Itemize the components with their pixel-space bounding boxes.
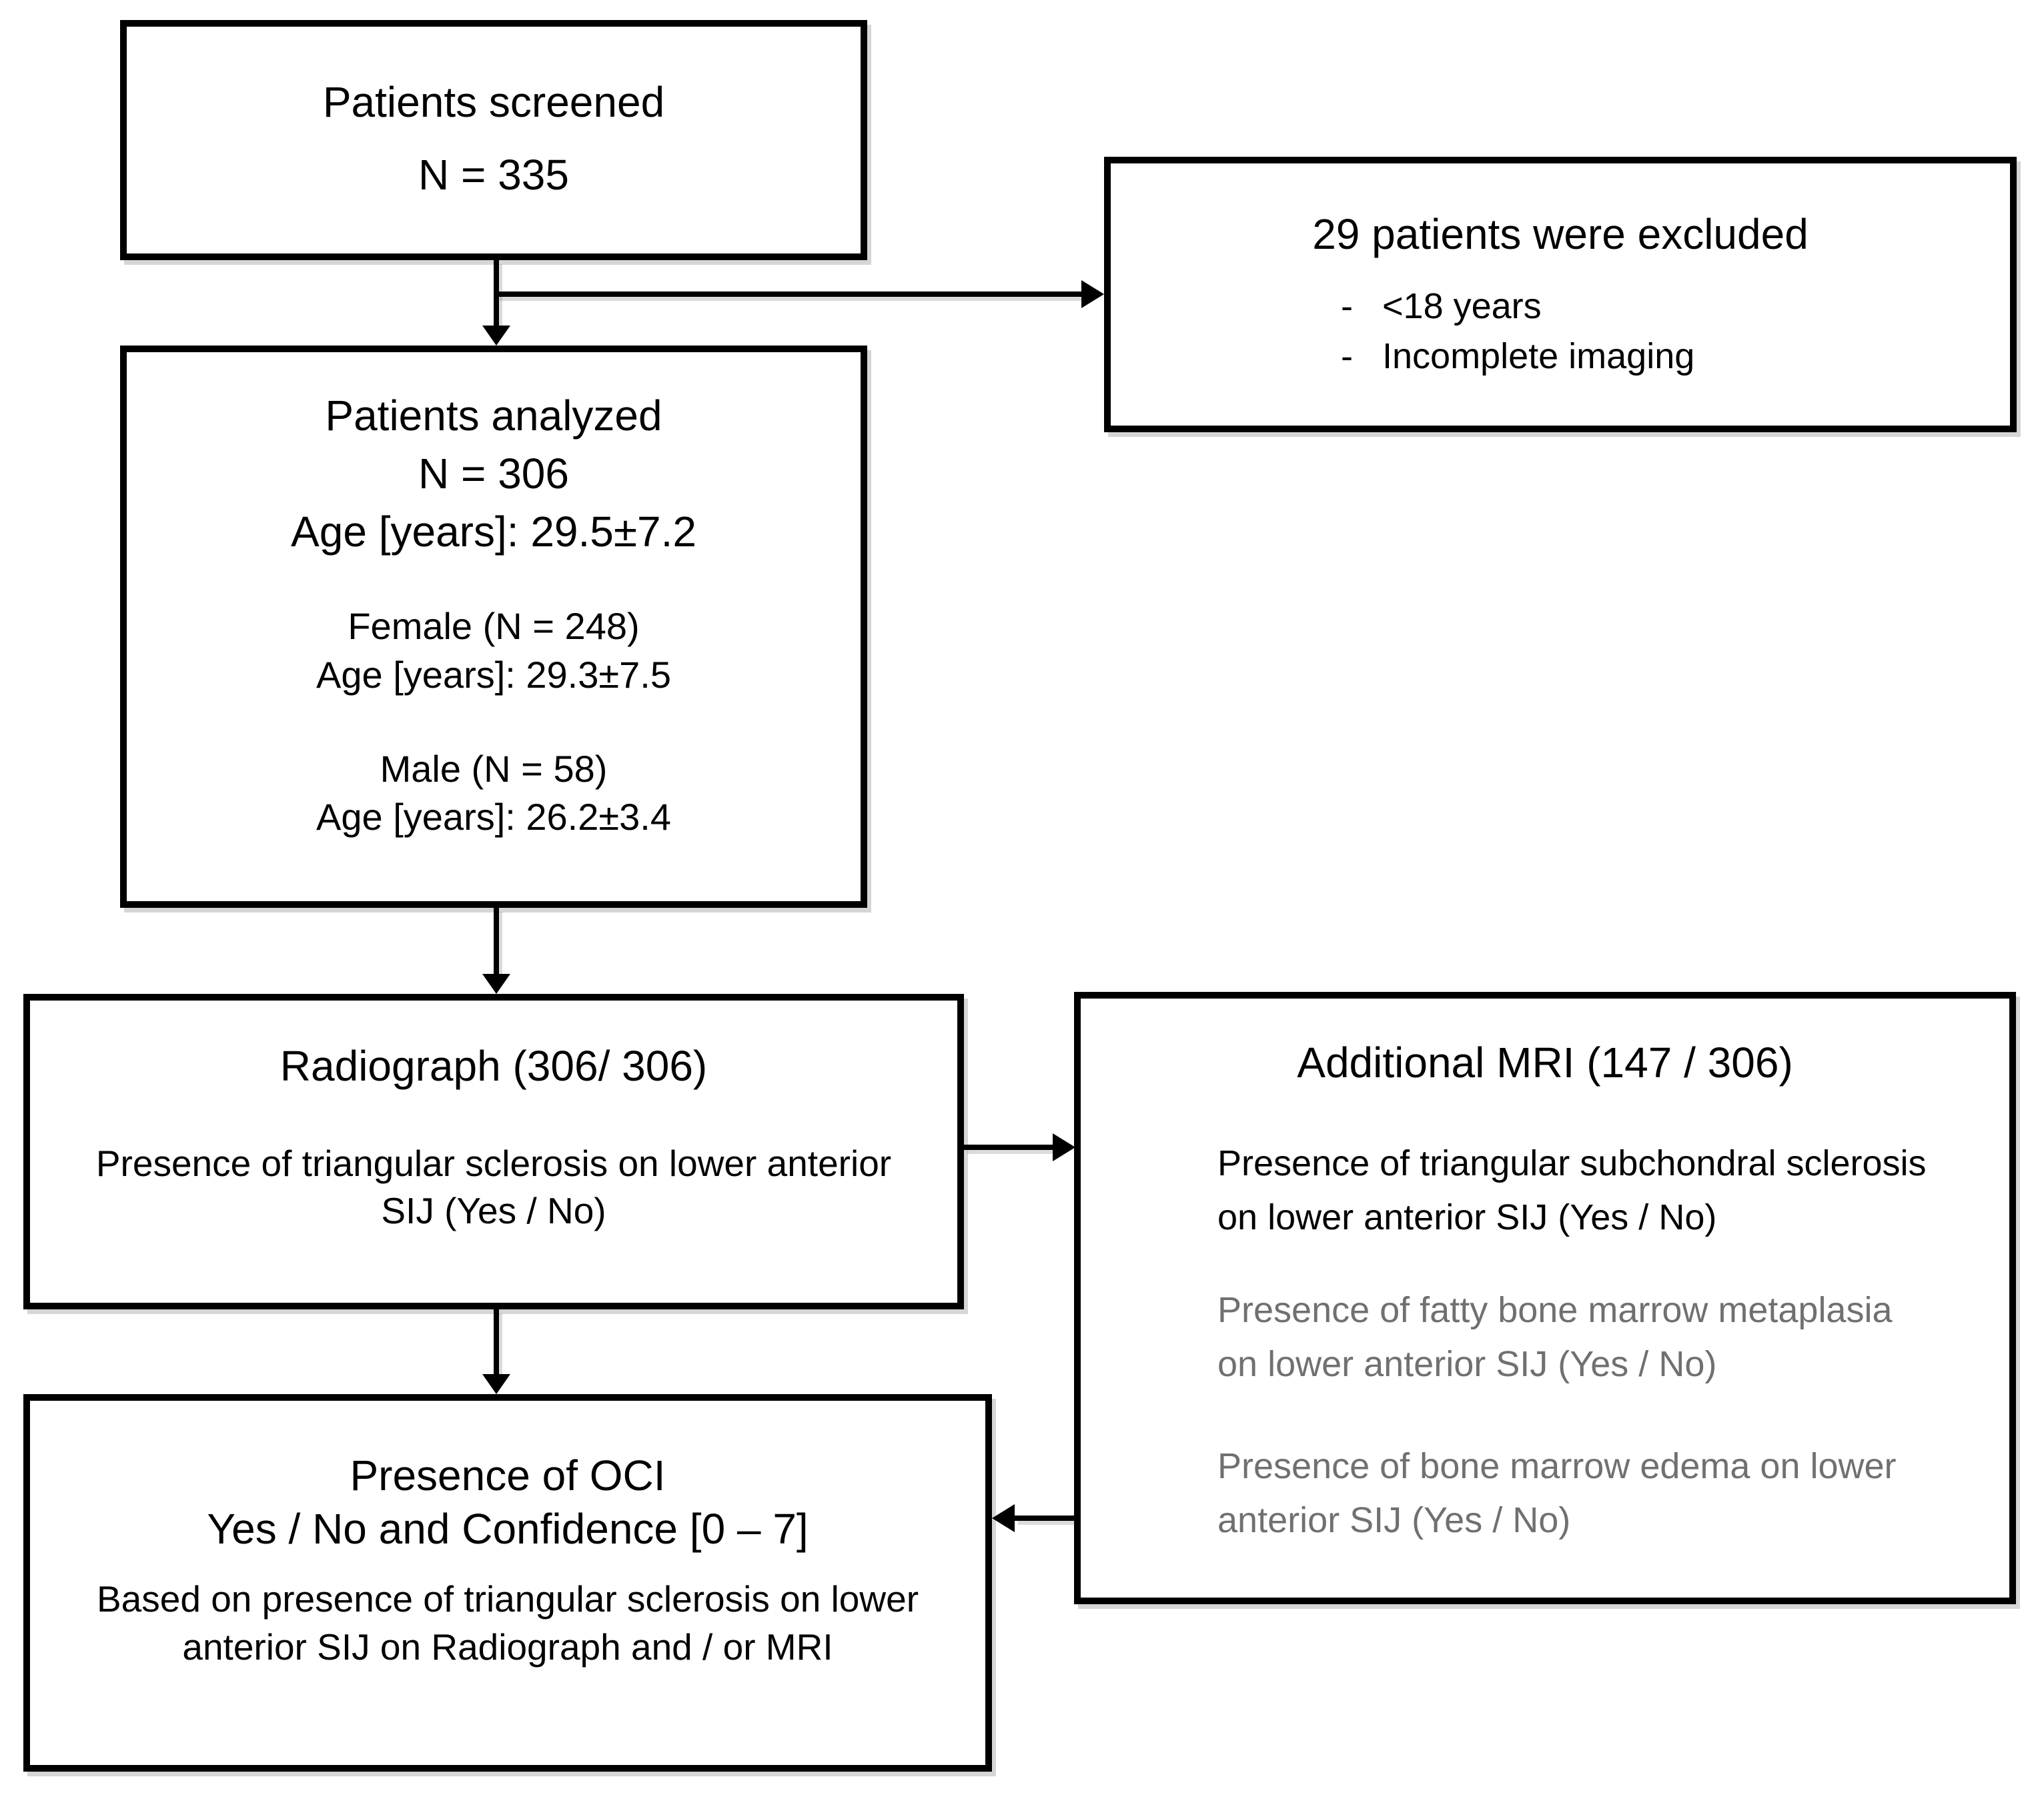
box-patients-analyzed: Patients analyzed N = 306 Age [years]: 2… [120, 346, 867, 908]
analyzed-title: Patients analyzed [325, 392, 662, 440]
arrow-left-icon [992, 1504, 1015, 1532]
mri-title: Additional MRI (147 / 306) [1297, 1039, 1793, 1087]
bullet-dash: - [1341, 336, 1353, 377]
oci-title: Presence of OCI [350, 1451, 666, 1499]
analyzed-male-group: Male (N = 58) Age [years]: 26.2±3.4 [316, 745, 671, 842]
analyzed-male-age: Age [years]: 26.2±3.4 [316, 796, 671, 838]
arrow-right-icon [1081, 280, 1104, 308]
line-radiograph-to-mri [964, 1145, 1053, 1150]
excluded-bullet-text: Incomplete imaging [1382, 336, 1695, 377]
radiograph-title: Radiograph (306/ 306) [280, 1042, 708, 1090]
box-radiograph: Radiograph (306/ 306) Presence of triang… [23, 994, 964, 1309]
excluded-title: 29 patients were excluded [1312, 210, 1809, 258]
analyzed-female-count: Female (N = 248) [348, 605, 640, 648]
patients-screened-title: Patients screened [322, 78, 665, 126]
radiograph-body: Presence of triangular sclerosis on lowe… [95, 1142, 892, 1232]
excluded-bullet-item: - Incomplete imaging [1341, 332, 1694, 382]
box-patients-screened: Patients screened N = 335 [120, 20, 867, 260]
line-mri-to-oci [1015, 1516, 1074, 1521]
arrow-down-icon [482, 1374, 510, 1394]
box-presence-of-oci: Presence of OCI Yes / No and Confidence … [23, 1394, 992, 1772]
excluded-bullet-item: - <18 years [1341, 281, 1694, 332]
line-screened-to-excluded [496, 291, 1081, 297]
oci-body: Based on presence of triangular sclerosi… [96, 1578, 919, 1668]
patients-screened-count: N = 335 [418, 150, 569, 199]
analyzed-male-count: Male (N = 58) [380, 747, 608, 790]
analyzed-age: Age [years]: 29.5±7.2 [291, 508, 696, 556]
box-patients-excluded: 29 patients were excluded - <18 years - … [1104, 157, 2017, 432]
mri-item-fatty-marrow-metaplasia: Presence of fatty bone marrow metaplasia… [1217, 1289, 1893, 1384]
oci-subtitle: Yes / No and Confidence [0 – 7] [207, 1505, 809, 1553]
mri-item-subchondral-sclerosis: Presence of triangular subchondral scler… [1217, 1143, 1927, 1237]
arrow-right-icon [1053, 1133, 1075, 1161]
excluded-bullet-list: - <18 years - Incomplete imaging [1341, 281, 1694, 382]
line-analyzed-to-radiograph [494, 908, 499, 974]
line-radiograph-to-oci [494, 1309, 499, 1374]
arrow-down-icon [482, 974, 510, 994]
analyzed-count: N = 306 [418, 450, 569, 498]
excluded-bullet-text: <18 years [1382, 285, 1542, 326]
bullet-dash: - [1341, 285, 1353, 326]
mri-item-bone-marrow-edema: Presence of bone marrow edema on lower a… [1217, 1445, 1897, 1540]
analyzed-female-group: Female (N = 248) Age [years]: 29.3±7.5 [316, 602, 671, 700]
analyzed-female-age: Age [years]: 29.3±7.5 [316, 653, 671, 696]
arrow-down-icon [482, 326, 510, 346]
analyzed-summary-group: Patients analyzed N = 306 Age [years]: 2… [291, 387, 696, 561]
box-additional-mri: Additional MRI (147 / 306) Presence of t… [1074, 992, 2016, 1604]
